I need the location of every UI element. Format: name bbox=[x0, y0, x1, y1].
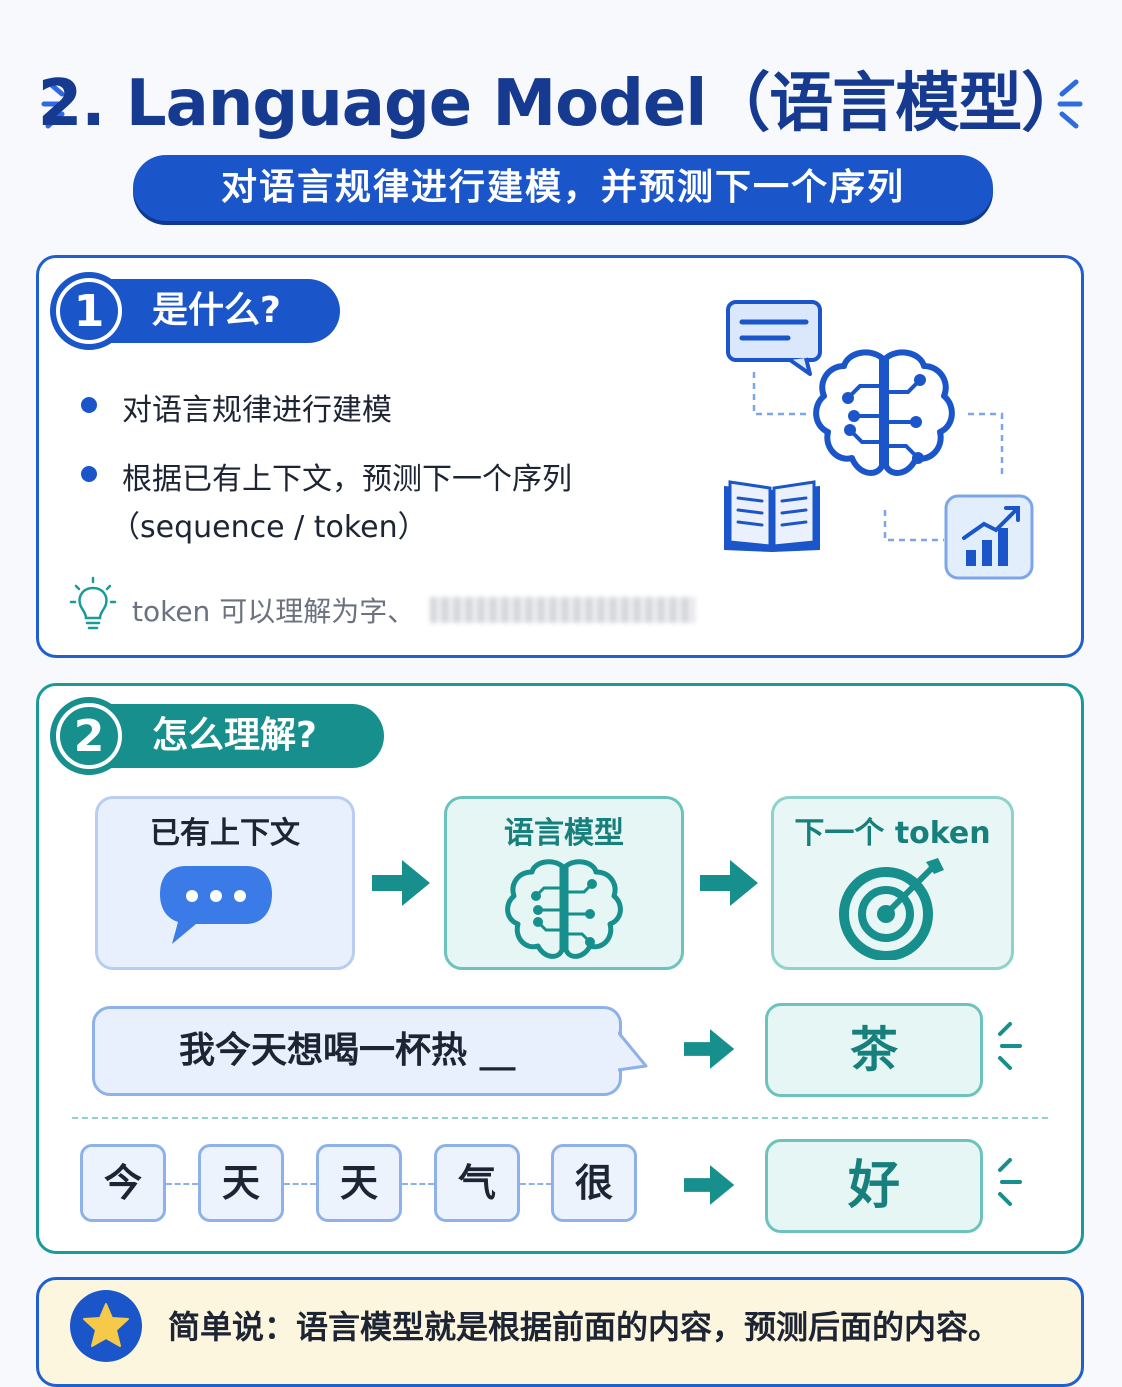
sparkle-lines-icon bbox=[998, 1158, 1022, 1206]
answer-text: 茶 bbox=[849, 1022, 898, 1078]
answer-token-good: 好 bbox=[765, 1139, 983, 1233]
badge-ring bbox=[56, 703, 122, 769]
open-book-icon bbox=[724, 480, 820, 552]
blurred-text bbox=[430, 597, 695, 623]
summary-text: 简单说：语言模型就是根据前面的内容，预测后面的内容。 bbox=[168, 1308, 1001, 1346]
token-box: 天 bbox=[316, 1144, 402, 1222]
target-icon bbox=[839, 858, 944, 960]
token-box: 气 bbox=[434, 1144, 520, 1222]
subtitle-banner: 对语言规律进行建模，并预测下一个序列 bbox=[133, 155, 993, 221]
sparkle-lines-icon bbox=[1057, 79, 1083, 129]
flow-label-next-token: 下一个 token bbox=[794, 816, 991, 851]
arrow-right-icon bbox=[700, 860, 758, 906]
chat-bubble-icon bbox=[726, 300, 822, 376]
page-title: 2. Language Model（语言模型） bbox=[37, 67, 1086, 141]
tip-text: token 可以理解为字、 bbox=[132, 595, 416, 628]
token-connector bbox=[402, 1183, 434, 1185]
star-icon bbox=[83, 1303, 129, 1347]
divider bbox=[72, 1117, 1048, 1119]
token-box: 今 bbox=[80, 1144, 166, 1222]
language-model-illustration bbox=[724, 300, 1034, 580]
example-sentence: 我今天想喝一杯热 __ bbox=[179, 1030, 516, 1071]
growth-chart-icon bbox=[944, 494, 1034, 580]
token-box: 天 bbox=[198, 1144, 284, 1222]
arrow-right-icon bbox=[684, 1029, 735, 1069]
bullet-item: 根据已有上下文，预测下一个序列 bbox=[122, 462, 572, 497]
token-box: 很 bbox=[551, 1144, 637, 1222]
badge-ring bbox=[56, 278, 122, 344]
bullet-dot bbox=[81, 466, 97, 482]
arrow-right-icon bbox=[372, 860, 430, 906]
bullet-item-continuation: （sequence / token） bbox=[110, 510, 428, 545]
token-connector bbox=[284, 1183, 316, 1185]
lightbulb-icon bbox=[69, 576, 117, 630]
sparkle-lines-icon bbox=[998, 1022, 1022, 1070]
speech-bubble-dots-icon bbox=[160, 866, 272, 944]
bullet-dot bbox=[81, 397, 97, 413]
answer-text: 好 bbox=[847, 1156, 900, 1216]
example-sentence-bubble: 我今天想喝一杯热 __ bbox=[92, 1006, 622, 1096]
bullet-item: 对语言规律进行建模 bbox=[122, 393, 392, 428]
bubble-tail bbox=[618, 1031, 648, 1072]
brain-circuit-icon bbox=[813, 349, 955, 476]
flow-label-model: 语言模型 bbox=[504, 816, 624, 851]
answer-token-tea: 茶 bbox=[765, 1003, 983, 1097]
sparkle-lines-icon bbox=[41, 79, 67, 129]
token-connector bbox=[166, 1183, 198, 1185]
arrow-right-icon bbox=[684, 1165, 735, 1205]
token-connector bbox=[520, 1183, 552, 1185]
brain-circuit-icon bbox=[505, 859, 623, 959]
flow-label-context: 已有上下文 bbox=[150, 816, 300, 851]
